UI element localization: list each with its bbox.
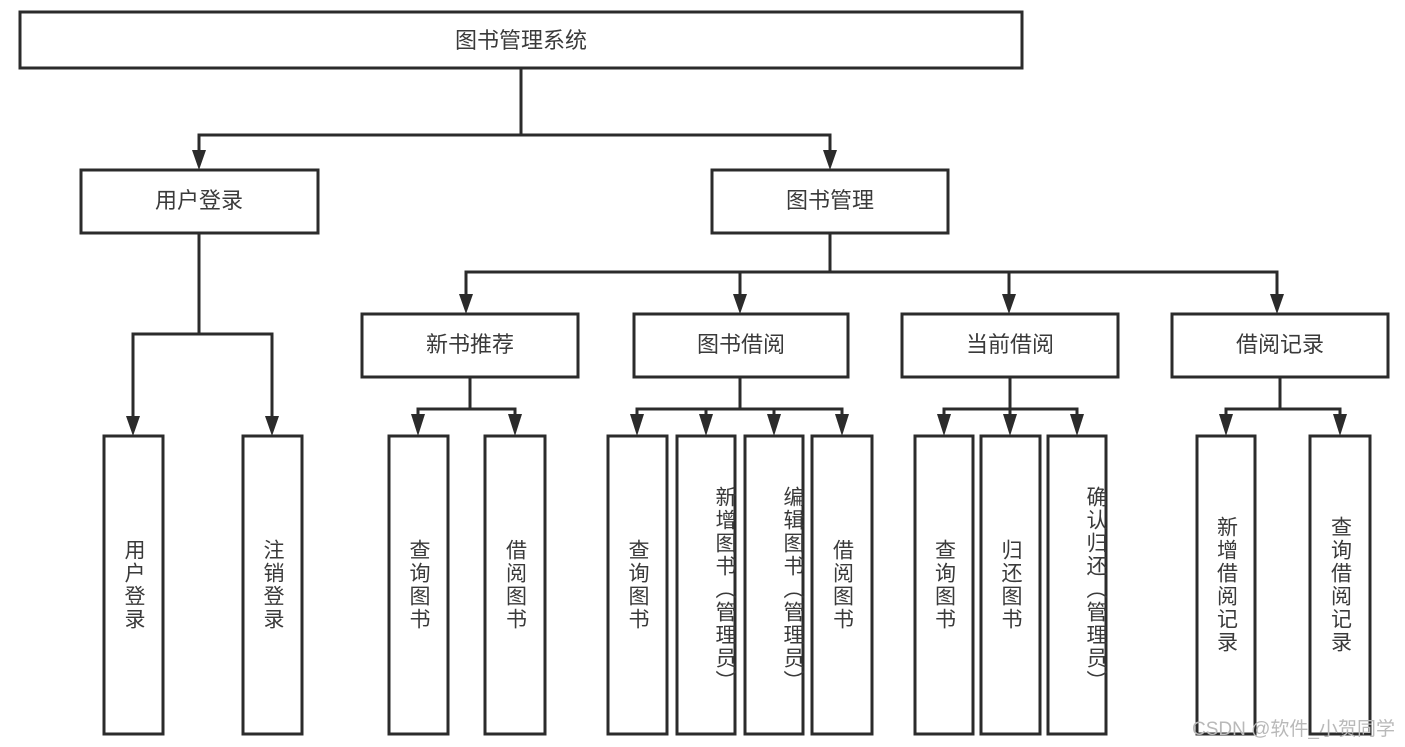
arrow-head-icon — [459, 294, 473, 314]
node-leaf-query-book-new[interactable] — [387, 434, 450, 736]
arrow-head-icon — [835, 414, 849, 436]
arrow-head-icon — [1333, 414, 1347, 436]
edge-group — [126, 66, 1347, 436]
node-borrow-record-label: 借阅记录 — [1236, 332, 1324, 357]
node-book-management-label: 图书管理 — [786, 188, 874, 213]
node-group: 图书管理系统 用户登录 图书管理 新书推荐 图书借阅 当前借阅 借阅记录 — [18, 10, 1390, 736]
node-leaf-query-book-current[interactable] — [913, 434, 975, 736]
arrow-head-icon — [699, 414, 713, 436]
node-leaf-query-book-borrow[interactable] — [606, 434, 669, 736]
arrow-head-icon — [411, 414, 425, 436]
arrow-head-icon — [192, 150, 206, 170]
node-leaf-borrow-book-new[interactable] — [483, 434, 547, 736]
arrow-head-icon — [937, 414, 951, 436]
node-book-borrow[interactable] — [632, 312, 850, 379]
arrow-head-icon — [1070, 414, 1084, 436]
node-leaf-add-book-admin[interactable] — [675, 434, 737, 736]
arrow-head-icon — [126, 416, 140, 436]
node-leaf-confirm-return-admin[interactable] — [1046, 434, 1108, 736]
arrow-head-icon — [1002, 294, 1016, 314]
node-leaf-query-borrow-record[interactable] — [1308, 434, 1372, 736]
node-user-login[interactable] — [79, 168, 320, 235]
node-new-book-recommend[interactable] — [360, 312, 580, 379]
node-new-book-recommend-label: 新书推荐 — [426, 332, 514, 357]
arrow-head-icon — [823, 150, 837, 170]
node-leaf-user-login[interactable] — [102, 434, 165, 736]
node-root[interactable] — [18, 10, 1024, 70]
arrow-head-icon — [733, 294, 747, 314]
node-leaf-borrow-book[interactable] — [810, 434, 874, 736]
arrow-head-icon — [767, 414, 781, 436]
node-current-borrow-label: 当前借阅 — [966, 332, 1054, 357]
node-book-borrow-label: 图书借阅 — [697, 332, 785, 357]
arrow-head-icon — [1003, 414, 1017, 436]
node-leaf-return-book[interactable] — [979, 434, 1042, 736]
node-leaf-logout-login[interactable] — [241, 434, 304, 736]
node-book-management[interactable] — [710, 168, 950, 235]
watermark-text: CSDN @软件_小贺同学 — [1192, 719, 1395, 740]
node-user-login-label: 用户登录 — [155, 188, 243, 213]
node-leaf-add-borrow-record[interactable] — [1195, 434, 1257, 736]
arrow-head-icon — [630, 414, 644, 436]
arrow-head-icon — [1219, 414, 1233, 436]
node-current-borrow[interactable] — [900, 312, 1120, 379]
node-leaf-edit-book-admin[interactable] — [743, 434, 805, 736]
node-borrow-record[interactable] — [1170, 312, 1390, 379]
node-root-label: 图书管理系统 — [455, 28, 587, 53]
arrow-head-icon — [1270, 294, 1284, 314]
arrow-head-icon — [508, 414, 522, 436]
arrow-head-icon — [265, 416, 279, 436]
